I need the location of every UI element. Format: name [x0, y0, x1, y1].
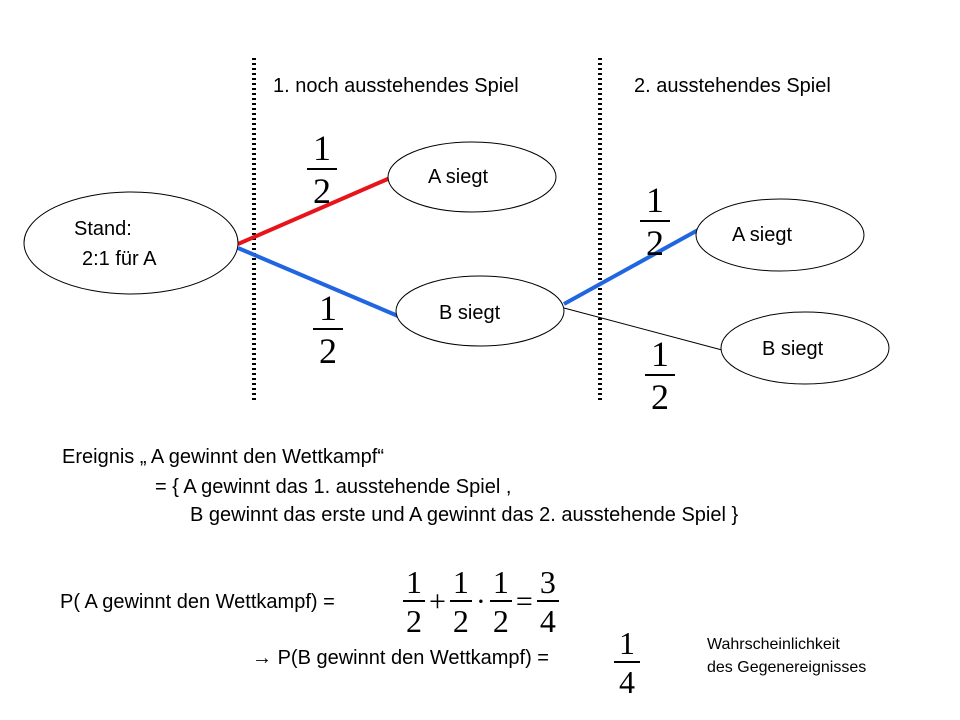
node-b-siegt-2 — [720, 311, 890, 385]
node-root-label-line1: Stand: — [74, 218, 132, 240]
node-a-siegt-2 — [695, 198, 865, 272]
node-root — [23, 191, 239, 295]
arrow-right-icon: → — [252, 647, 272, 669]
node-a-siegt-1-label: A siegt — [428, 166, 489, 188]
node-b-siegt-1 — [395, 275, 565, 347]
branch-b-b — [563, 307, 723, 351]
branch-root-a — [237, 176, 391, 246]
note-line-2: des Gegenereignisses — [707, 659, 867, 676]
node-root-label-line2: 2:1 für A — [82, 248, 157, 270]
equals-sign: = — [515, 584, 533, 618]
branch-root-b — [237, 246, 399, 318]
event-line-3: B gewinnt das erste und A gewinnt das 2.… — [190, 504, 739, 526]
event-line-1: Ereignis „ A gewinnt den Wettkampf“ — [62, 446, 385, 468]
column-title-first-game: 1. noch ausstehendes Spiel — [273, 75, 519, 97]
column-title-second-game: 2. ausstehendes Spiel — [634, 75, 831, 97]
node-b-siegt-2-label: B siegt — [762, 338, 824, 360]
formula-b-label: → P(B gewinnt den Wettkampf) = — [252, 647, 549, 669]
node-b-siegt-1-label: B siegt — [439, 302, 501, 324]
plus-sign: + — [429, 584, 446, 618]
node-a-siegt-1 — [387, 141, 557, 213]
event-line-2: = { A gewinnt das 1. ausstehende Spiel , — [155, 476, 512, 498]
node-a-siegt-2-label: A siegt — [732, 224, 793, 246]
note-line-1: Wahrscheinlichkeit — [707, 636, 840, 653]
dot-sign: · — [475, 584, 486, 618]
formula-a-label: P( A gewinnt den Wettkampf) = — [60, 591, 335, 613]
branch-b-a — [563, 228, 699, 306]
